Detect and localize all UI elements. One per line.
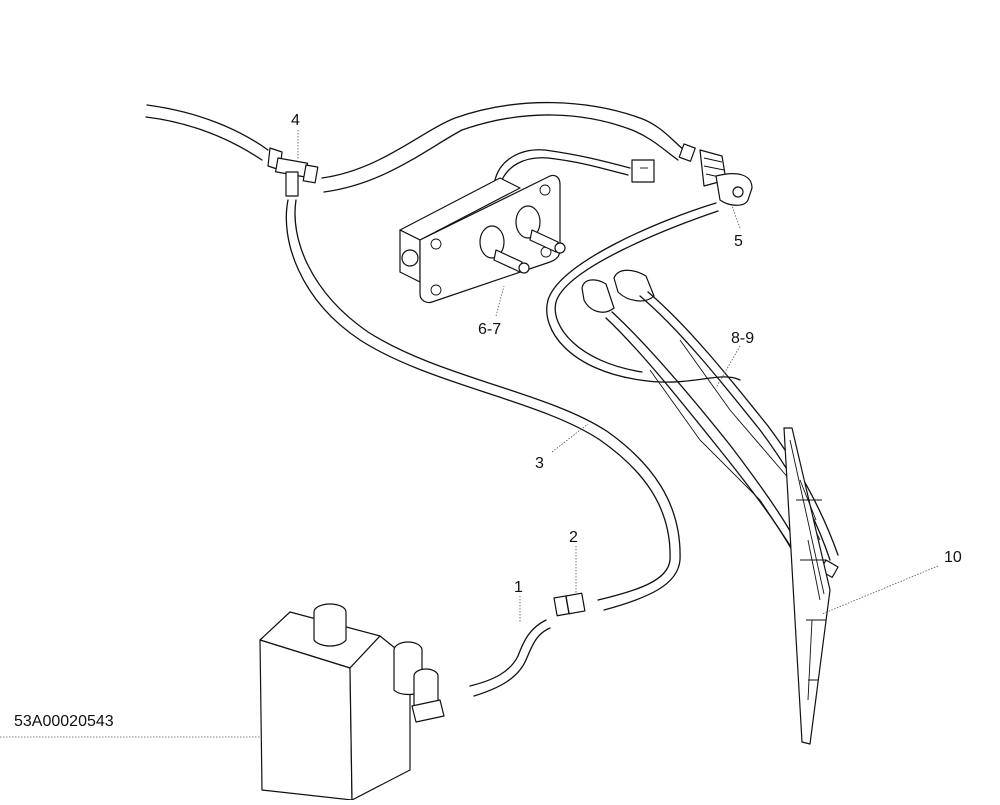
callout-10: 10 [944, 549, 962, 566]
washer-reservoir [259, 603, 445, 801]
hose-1 [469, 619, 551, 697]
callout-3: 3 [535, 455, 544, 472]
hose-top-arc [321, 101, 685, 193]
wiring-harness [494, 149, 655, 186]
callout-8-9: 8-9 [731, 330, 754, 347]
callout-6-7: 6-7 [478, 321, 501, 338]
callout-2: 2 [569, 529, 578, 546]
leader-8-9 [715, 345, 741, 389]
connector-2 [553, 592, 586, 617]
pump-control-box-6-7 [399, 174, 566, 304]
hose-upper-left [145, 104, 269, 161]
callout-1: 1 [514, 579, 523, 596]
nozzle-5 [678, 143, 753, 206]
hose-right-to-arms [546, 202, 741, 383]
callout-4: 4 [291, 112, 300, 129]
hose-3-long [285, 199, 681, 611]
leader-10 [821, 565, 939, 615]
leader-6-7 [495, 285, 505, 317]
drawing-number: 53A00020543 [14, 713, 114, 730]
leader-3 [551, 423, 589, 453]
callout-5: 5 [734, 233, 743, 250]
wiper-blade-10 [783, 427, 831, 745]
leader-5 [731, 205, 741, 229]
tee-connector-4 [267, 147, 319, 197]
